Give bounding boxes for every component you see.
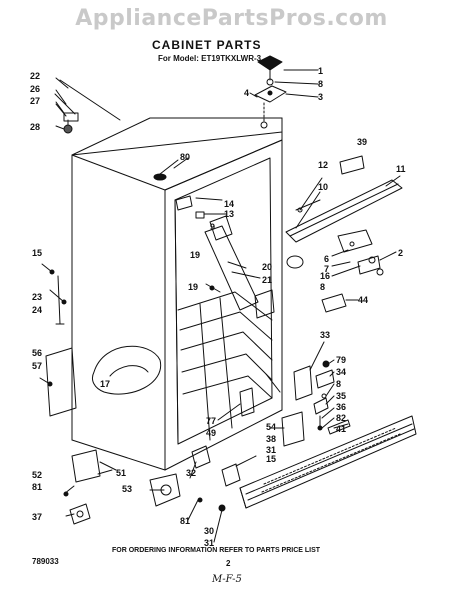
callout-3: 3 [318,92,323,102]
callout-31b: 31 [204,538,214,548]
callout-77: 77 [206,416,216,426]
callout-54: 54 [266,422,276,432]
callout-81: 81 [32,482,42,492]
callout-17: 17 [100,379,110,389]
callout-11: 11 [396,164,406,174]
right-hardware-stack [265,360,351,435]
callout-4: 4 [244,88,249,98]
callout-30: 30 [204,526,214,536]
callout-41: 41 [336,424,346,434]
model-label: For Model: ET19TKXLWR-3 [158,54,262,63]
callout-7: 7 [324,264,329,274]
bracket-54 [281,411,305,447]
callout-31: 31 [266,445,276,455]
diagram-code: 789033 [32,557,59,566]
callout-49: 49 [206,428,216,438]
callout-44: 44 [358,295,368,305]
callout-10: 10 [318,182,328,192]
callout-21: 21 [262,275,272,285]
callout-38: 38 [266,434,276,444]
diagram-title: CABINET PARTS [152,38,262,52]
callout-15b: 15 [266,454,276,464]
toe-grille [239,415,417,509]
side-panel-56 [39,347,77,417]
handwritten-note: M-F-5 [212,574,242,585]
plug-80 [153,173,167,181]
callout-81b: 81 [180,516,190,526]
callout-56: 56 [32,348,42,358]
door-rail [285,179,403,243]
callout-16: 16 [320,271,330,281]
callout-34: 34 [336,367,346,377]
callout-6: 6 [324,254,329,264]
callout-79: 79 [336,355,346,365]
cabinet-shell [71,117,283,471]
leader-lines [55,77,401,543]
ordering-note: FOR ORDERING INFORMATION REFER TO PARTS … [112,547,321,554]
top-hinge-assembly [249,55,319,129]
callout-82: 82 [336,413,346,423]
callout-24: 24 [32,305,42,315]
callout-51: 51 [116,468,126,478]
callout-23: 23 [32,292,42,302]
callout-1: 1 [318,66,323,76]
callout-13: 13 [224,209,234,219]
callout-52: 52 [32,470,42,480]
callout-2: 2 [398,248,403,258]
callout-53: 53 [122,484,132,494]
label-39 [339,155,365,175]
callout-12: 12 [318,160,328,170]
left-hinge-pin [54,79,121,134]
callout-28: 28 [30,122,40,132]
callout-15: 15 [32,248,42,258]
evaporator-duct [175,195,275,319]
callout-27: 27 [30,96,40,106]
bracket-49 [239,387,255,417]
lower-hinge-bracket [286,229,384,276]
callout-19: 19 [190,250,200,260]
callout-26: 26 [30,84,40,94]
callout-8: 8 [318,79,323,89]
callout-57: 57 [32,361,42,371]
callout-20: 20 [262,262,272,272]
watermark: AppliancePartsPros.com [75,6,388,31]
callout-8b: 8 [320,282,325,292]
callout-9: 9 [210,222,215,232]
callout-numbers: 1 8 3 4 22 26 27 28 80 39 12 11 10 14 13… [30,66,406,548]
callout-36: 36 [336,402,346,412]
callout-39: 39 [357,137,367,147]
callout-32: 32 [186,468,196,478]
callout-35: 35 [336,391,346,401]
callout-22: 22 [30,71,40,81]
clip-44 [321,293,347,313]
page-number: 2 [226,559,231,568]
callout-8c: 8 [336,379,341,389]
leveling-hardware [63,445,241,525]
callout-14: 14 [224,199,234,209]
callout-33: 33 [320,330,330,340]
callout-37: 37 [32,512,42,522]
callout-19b: 19 [188,282,198,292]
left-fasteners [41,263,221,325]
callout-80: 80 [180,152,190,162]
cord-17 [91,345,162,395]
